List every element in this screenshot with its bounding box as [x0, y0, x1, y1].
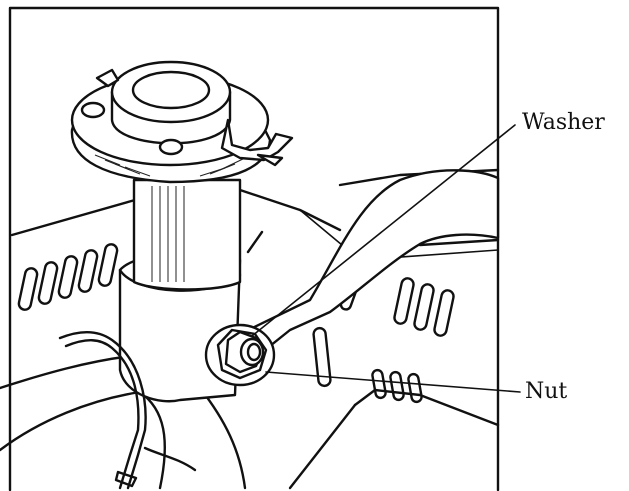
frame: [8, 6, 500, 491]
nut-leader-line: [265, 371, 521, 393]
nut-label: Nut: [525, 379, 568, 404]
left-rack-slots: [17, 243, 119, 311]
washer-leader-line: [251, 124, 516, 337]
top-cap: [70, 60, 294, 184]
wire: [58, 331, 197, 490]
washer-nut-assembly: [204, 323, 276, 387]
washer-label: Washer: [522, 110, 605, 135]
